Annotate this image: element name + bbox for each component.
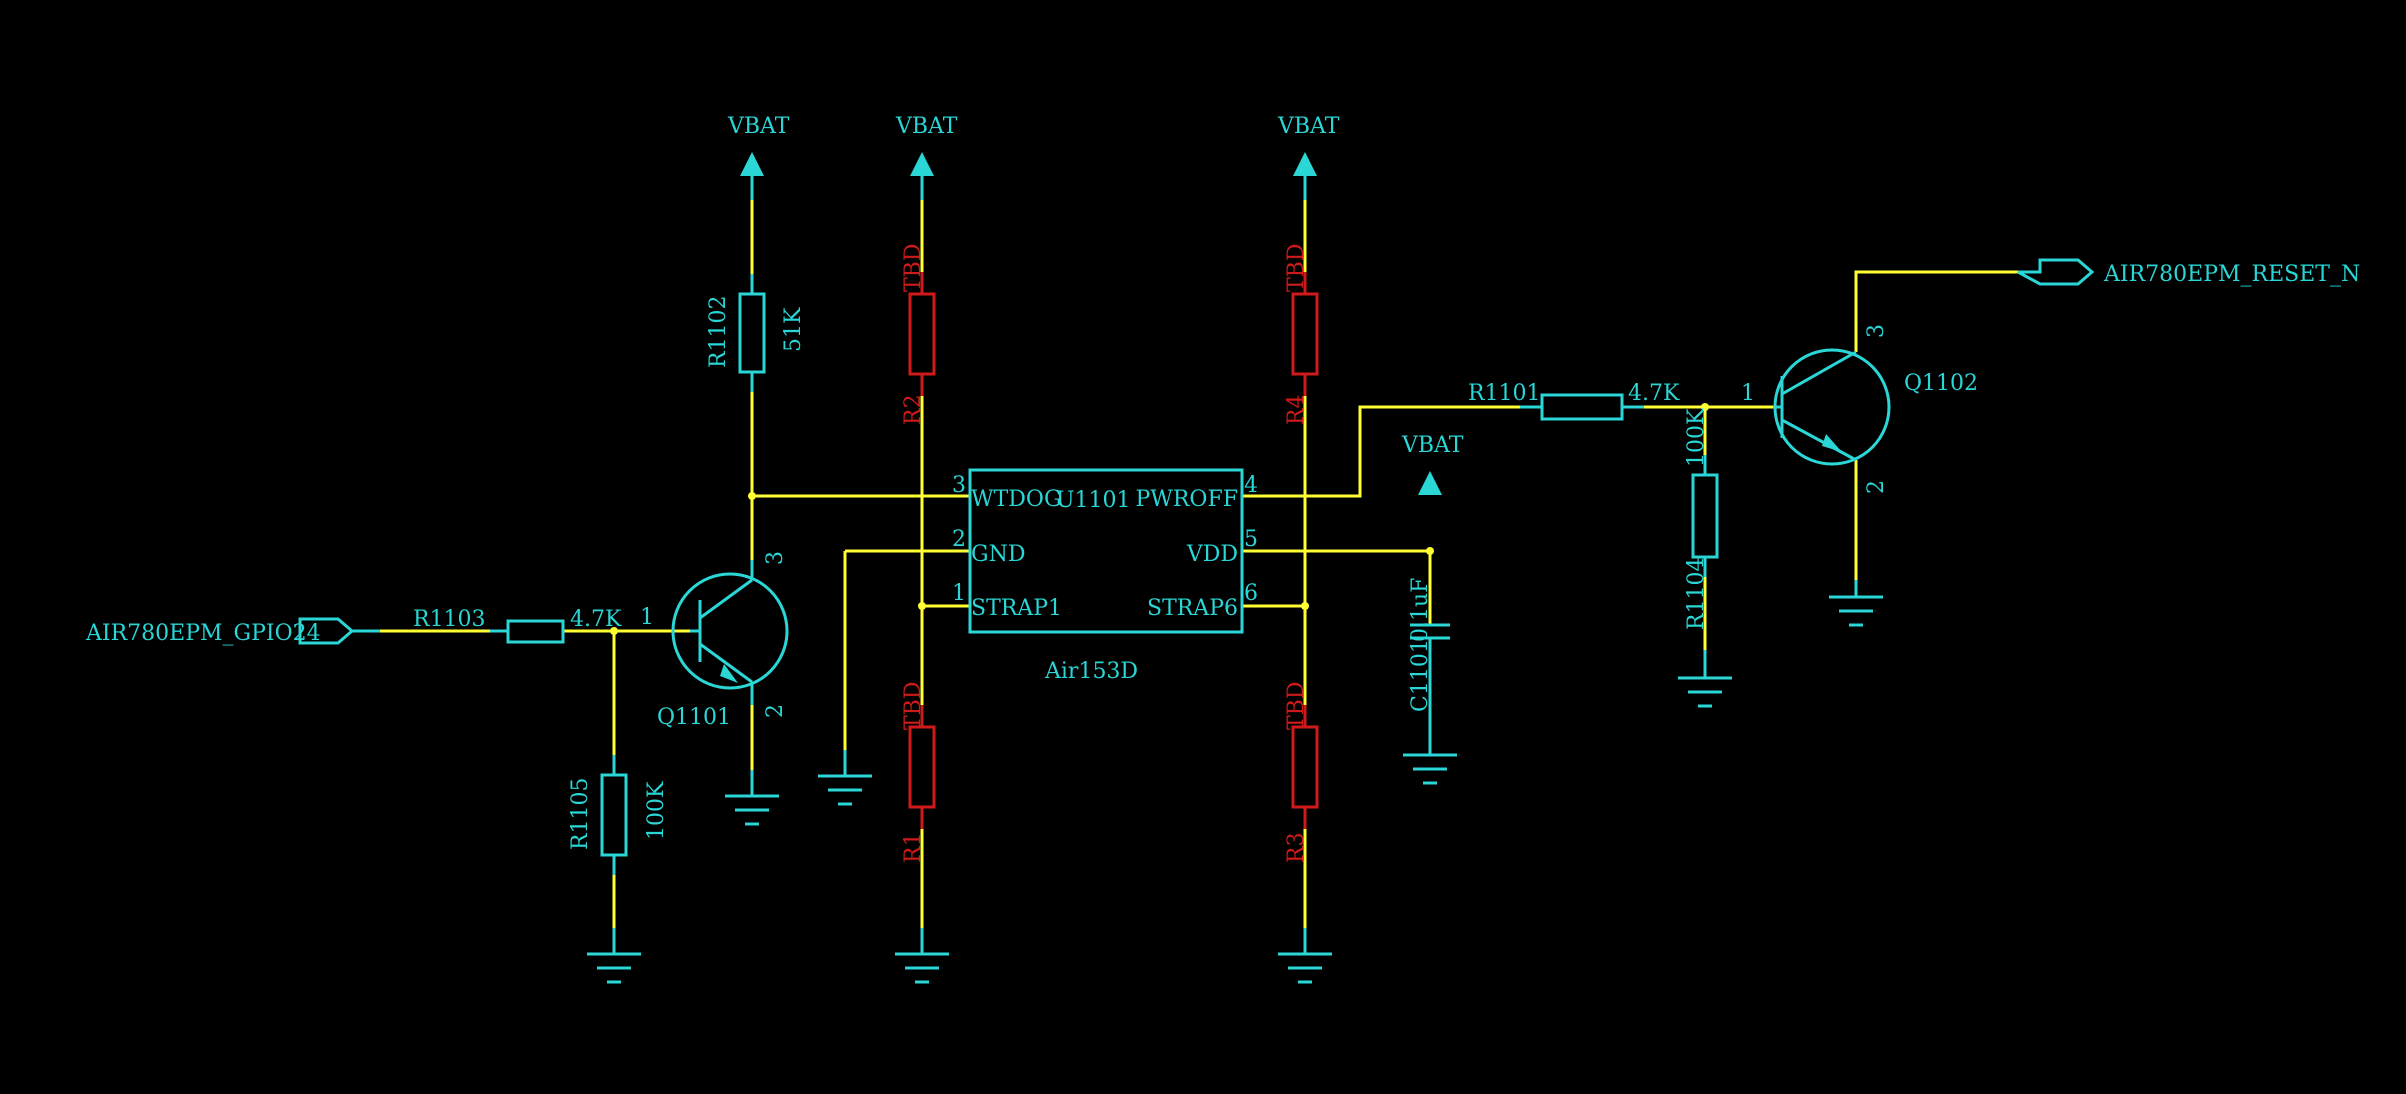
pin-number: 1 bbox=[640, 605, 654, 630]
ground-symbol bbox=[895, 928, 949, 984]
chip-u1101[interactable]: U1101 Air153D WTDOG GND STRAP1 PWROFF VD… bbox=[952, 468, 1258, 684]
vbat-symbol-2: VBAT bbox=[895, 114, 958, 200]
vbat-label: VBAT bbox=[1277, 114, 1340, 139]
resistor-r1102[interactable]: R1102 51K bbox=[706, 274, 806, 392]
resistor-r1105[interactable]: R1105 100K bbox=[568, 755, 669, 875]
ground-symbol bbox=[818, 750, 872, 806]
resistor-r2[interactable]: TBD R2 bbox=[901, 244, 936, 425]
pin-number: 3 bbox=[952, 473, 966, 498]
resistor-value: 100K bbox=[1684, 408, 1709, 467]
pin-number: 2 bbox=[763, 704, 788, 718]
pin-label-pwroff: PWROFF bbox=[1135, 487, 1238, 512]
pin-label-strap1: STRAP1 bbox=[971, 596, 1062, 621]
pin-number: 6 bbox=[1244, 581, 1258, 606]
resistor-value: TBD bbox=[1284, 682, 1309, 730]
chip-part: Air153D bbox=[1044, 659, 1138, 684]
junctions bbox=[610, 403, 1709, 635]
resistor-ref: R1105 bbox=[568, 777, 593, 850]
resistor-ref: R3 bbox=[1284, 832, 1309, 863]
transistor-ref: Q1101 bbox=[657, 705, 731, 730]
transistor-q1101[interactable]: 1 3 2 Q1101 bbox=[640, 551, 789, 730]
capacitor-c1101[interactable]: C1101 0.1uF bbox=[1408, 578, 1450, 712]
resistor-r1[interactable]: TBD R1 bbox=[901, 682, 936, 863]
pin-number: 1 bbox=[952, 581, 966, 606]
resistor-ref: R1101 bbox=[1468, 381, 1541, 406]
pin-label-gnd: GND bbox=[971, 542, 1025, 567]
transistor-q1102[interactable]: 1 3 2 Q1102 bbox=[1741, 324, 1978, 494]
resistor-ref: R1104 bbox=[1684, 557, 1709, 630]
resistor-r3[interactable]: TBD R3 bbox=[1284, 682, 1319, 863]
resistor-value: 4.7K bbox=[570, 607, 622, 632]
resistor-ref: R1103 bbox=[413, 607, 486, 632]
resistor-r1101[interactable]: R1101 4.7K bbox=[1468, 381, 1680, 421]
pin-number: 2 bbox=[1864, 480, 1889, 494]
vbat-label: VBAT bbox=[895, 114, 958, 139]
resistor-ref: R2 bbox=[901, 394, 926, 425]
resistor-r1104[interactable]: 100K R1104 bbox=[1684, 408, 1719, 630]
resistor-value: TBD bbox=[1284, 244, 1309, 292]
pin-number: 4 bbox=[1244, 473, 1258, 498]
resistor-value: 4.7K bbox=[1628, 381, 1680, 406]
transistor-ref: Q1102 bbox=[1904, 371, 1978, 396]
pin-number: 2 bbox=[952, 527, 966, 552]
resistor-r4[interactable]: TBD R4 bbox=[1284, 244, 1319, 425]
resistor-ref: R1 bbox=[901, 832, 926, 863]
resistor-ref: R4 bbox=[1284, 394, 1309, 425]
pin-label-strap6: STRAP6 bbox=[1147, 596, 1238, 621]
ground-symbol bbox=[1829, 580, 1883, 627]
port-label: AIR780EPM_GPIO24 bbox=[85, 621, 321, 646]
wires bbox=[350, 200, 2018, 928]
vbat-label: VBAT bbox=[1401, 433, 1464, 458]
port-label: AIR780EPM_RESET_N bbox=[2103, 262, 2360, 287]
resistor-value: TBD bbox=[901, 682, 926, 730]
pin-number: 1 bbox=[1741, 381, 1755, 406]
pin-number: 5 bbox=[1244, 527, 1258, 552]
vbat-label: VBAT bbox=[727, 114, 790, 139]
ground-symbol bbox=[1678, 650, 1732, 708]
resistor-value: 51K bbox=[781, 307, 806, 352]
resistor-value: 100K bbox=[644, 781, 669, 840]
ground-symbol bbox=[587, 928, 641, 984]
resistor-ref: R1102 bbox=[706, 295, 731, 368]
pin-label-vdd: VDD bbox=[1186, 542, 1238, 567]
port-reset[interactable]: AIR780EPM_RESET_N bbox=[2017, 258, 2360, 287]
capacitor-value: 0.1uF bbox=[1408, 578, 1433, 642]
ground-symbol bbox=[725, 770, 779, 826]
pin-label-wtdog: WTDOG bbox=[971, 487, 1062, 512]
ground-symbol bbox=[1403, 655, 1457, 785]
vbat-symbol-3: VBAT bbox=[1277, 114, 1340, 200]
capacitor-ref: C1101 bbox=[1408, 639, 1433, 712]
vbat-symbol-1: VBAT bbox=[727, 114, 790, 200]
vbat-symbol-4: VBAT bbox=[1401, 433, 1464, 495]
port-gpio24[interactable]: AIR780EPM_GPIO24 bbox=[85, 617, 380, 646]
ground-symbol bbox=[1278, 928, 1332, 984]
pin-number: 3 bbox=[763, 551, 788, 565]
resistor-value: TBD bbox=[901, 244, 926, 292]
pin-number: 3 bbox=[1864, 324, 1889, 338]
chip-ref: U1101 bbox=[1056, 488, 1131, 513]
resistor-r1103[interactable]: R1103 4.7K bbox=[413, 607, 622, 644]
